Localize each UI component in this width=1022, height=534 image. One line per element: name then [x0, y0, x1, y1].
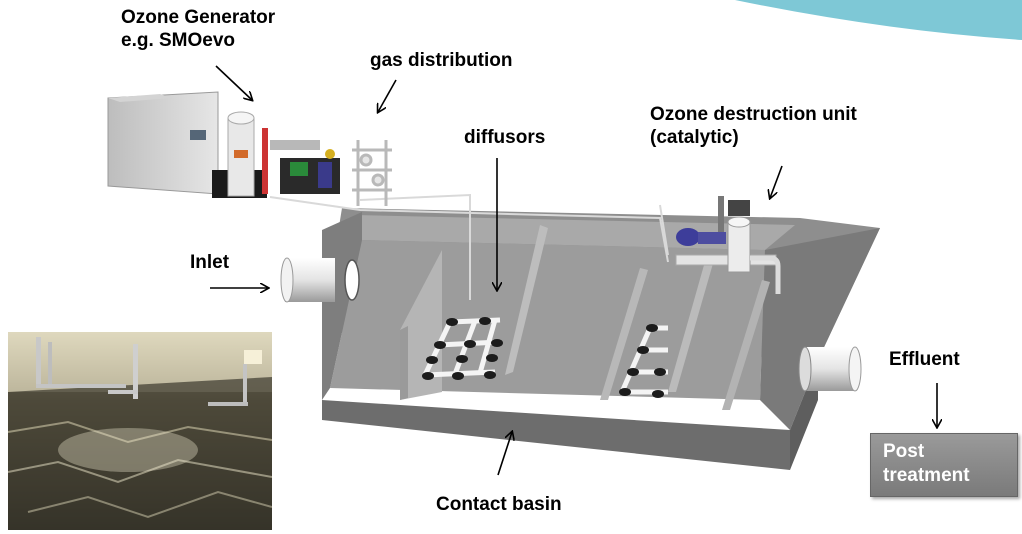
arrow-gas-distribution [378, 79, 397, 112]
post-treatment-text: Post treatment [883, 440, 970, 488]
label-ozone-destruction-line2: (catalytic) [650, 127, 739, 148]
contact-basin-drawing [322, 208, 880, 470]
gas-distribution-drawing [352, 140, 392, 206]
ozone-generator-drawing [107, 91, 340, 198]
diffuser-discs-2 [619, 324, 666, 398]
basin-photo [8, 332, 272, 530]
label-ozone-destruction: Ozone destruction unit (catalytic) [650, 103, 857, 149]
ozone-destruction-drawing [675, 196, 781, 294]
effluent-pipe-drawing [798, 346, 862, 392]
callout-arrows [210, 65, 937, 476]
label-effluent: Effluent [889, 349, 960, 370]
post-treatment-box: Post treatment [870, 433, 1018, 497]
label-contact-basin: Contact basin [436, 494, 562, 515]
label-inlet: Inlet [190, 252, 230, 273]
label-ozone-destruction-line1: Ozone destruction unit [650, 104, 857, 125]
post-treatment-line2: treatment [883, 465, 970, 486]
diffuser-discs-1 [422, 317, 503, 380]
corner-accent-shape [735, 0, 1022, 40]
arrow-ozone-destruction [770, 165, 783, 198]
label-gas-distribution: gas distribution [370, 50, 513, 71]
label-ozone-generator: Ozone Generator e.g. SMOevo [121, 6, 275, 52]
label-ozone-generator-line2: e.g. SMOevo [121, 30, 236, 51]
arrow-ozone-generator [215, 65, 252, 100]
post-treatment-line1: Post [883, 441, 925, 462]
inlet-pipe-drawing [280, 257, 360, 303]
gas-pipes [269, 193, 669, 300]
label-ozone-generator-line1: Ozone Generator [121, 7, 276, 28]
arrow-contact-basin [497, 432, 512, 476]
label-diffusors: diffusors [464, 127, 546, 148]
